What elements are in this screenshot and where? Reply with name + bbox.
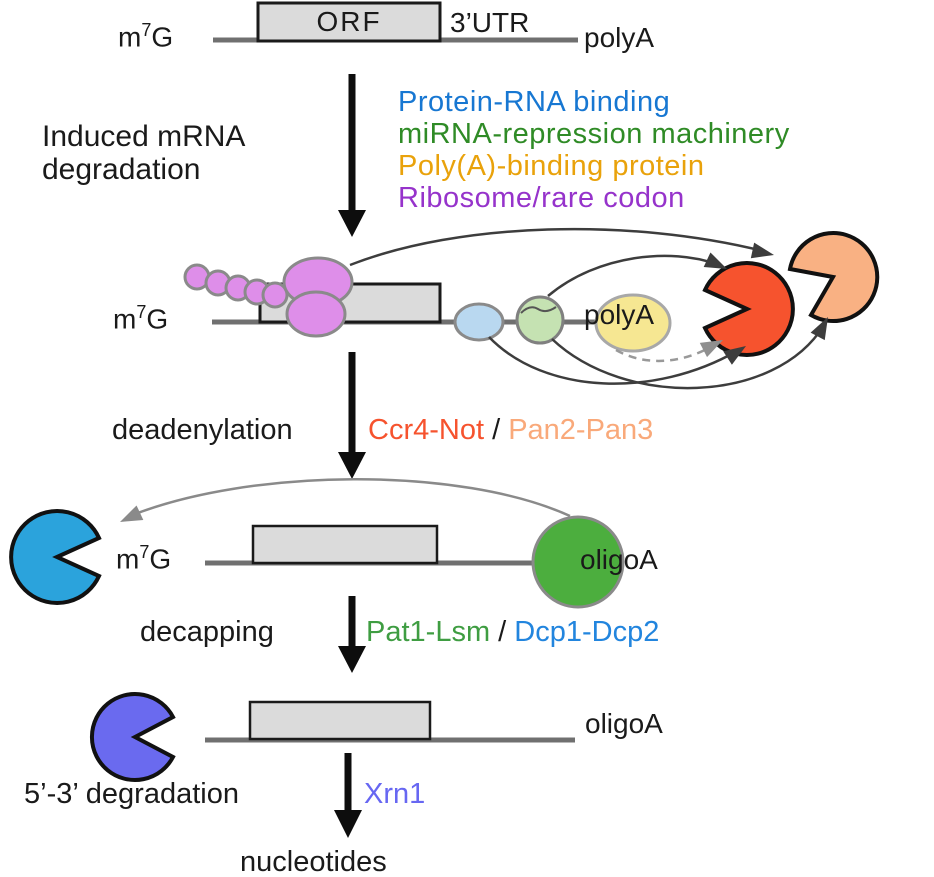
pan2-pan3-pacman-icon: [787, 231, 880, 324]
deadenylation-label: deadenylation: [112, 414, 293, 446]
dcp1-dcp2-label: Dcp1-Dcp2: [514, 616, 660, 648]
orf-box-top: [256, 1, 442, 43]
legend-mirna-repression: miRNA-repression machinery: [398, 118, 790, 150]
deadenylation-enzymes: Ccr4-Not / Pan2-Pan3: [368, 414, 654, 446]
five-three-degradation-label: 5’-3’ degradation: [24, 778, 239, 810]
recruitment-arrows: [349, 227, 826, 390]
decapping-label: decapping: [140, 616, 274, 648]
decapping-recruitment-arc: [129, 478, 571, 518]
decapping-arrow-icon: [338, 596, 366, 673]
rna-binding-protein-icon: [453, 302, 505, 342]
arrow-protein-to-ccr4: [488, 336, 738, 385]
cap-label-complex: m7G: [113, 302, 169, 335]
utr-label: 3’UTR: [450, 7, 530, 38]
degradation-triggers-legend: Protein-RNA binding miRNA-repression mac…: [398, 86, 790, 214]
cap-label-top: m7G: [118, 20, 174, 53]
mirna-machinery-icon: [515, 295, 565, 345]
orf-label: ORF: [316, 6, 382, 37]
ccr4-not-label: Ccr4-Not: [368, 414, 485, 446]
degradation-arrow-icon: [334, 753, 362, 838]
legend-ribosome-rare-codon: Ribosome/rare codon: [398, 182, 685, 214]
legend-polya-binding-protein: Poly(A)-binding protein: [398, 150, 705, 182]
pan2-pan3-label: Pan2-Pan3: [508, 414, 654, 446]
oligoa-label-deadenylated: oligoA: [580, 544, 658, 575]
pat1-lsm-label: Pat1-Lsm: [366, 616, 491, 648]
polya-label-complex: polyA: [584, 299, 655, 330]
orf-box-deadenylated: [251, 524, 439, 565]
decapping-recruitment-arrowhead: [120, 505, 144, 522]
arrow-ribosome-to-pan: [349, 227, 764, 267]
polya-label-top: polyA: [584, 22, 655, 53]
cap-label-deadenylated: m7G: [116, 542, 172, 575]
recruitment-arrowheads: [699, 242, 828, 365]
orf-box-decapped: [248, 700, 432, 741]
arrow-mirna-to-pan: [551, 324, 826, 390]
ribosome-polysome-icon: [183, 256, 354, 338]
arrow-mirna-to-ccr4: [547, 254, 717, 297]
deadenylation-arrow-icon: [338, 352, 366, 479]
induced-degradation-label: Induced mRNA degradation: [42, 120, 246, 186]
mirna-strand-icon: [520, 306, 557, 314]
oligoa-complex-icon: [531, 515, 625, 609]
decapping-enzyme-pacman-icon: [9, 509, 102, 605]
induced-degradation-arrow-icon: [338, 74, 366, 237]
xrn1-pacman-icon: [89, 692, 176, 782]
nucleotides-label: nucleotides: [240, 846, 387, 877]
xrn1-label: Xrn1: [364, 778, 426, 810]
pabp-icon: [594, 293, 672, 353]
legend-protein-rna-binding: Protein-RNA binding: [398, 86, 671, 118]
decapping-enzymes: Pat1-Lsm / Dcp1-Dcp2: [366, 616, 660, 648]
oligoa-label-decapped: oligoA: [585, 708, 663, 739]
